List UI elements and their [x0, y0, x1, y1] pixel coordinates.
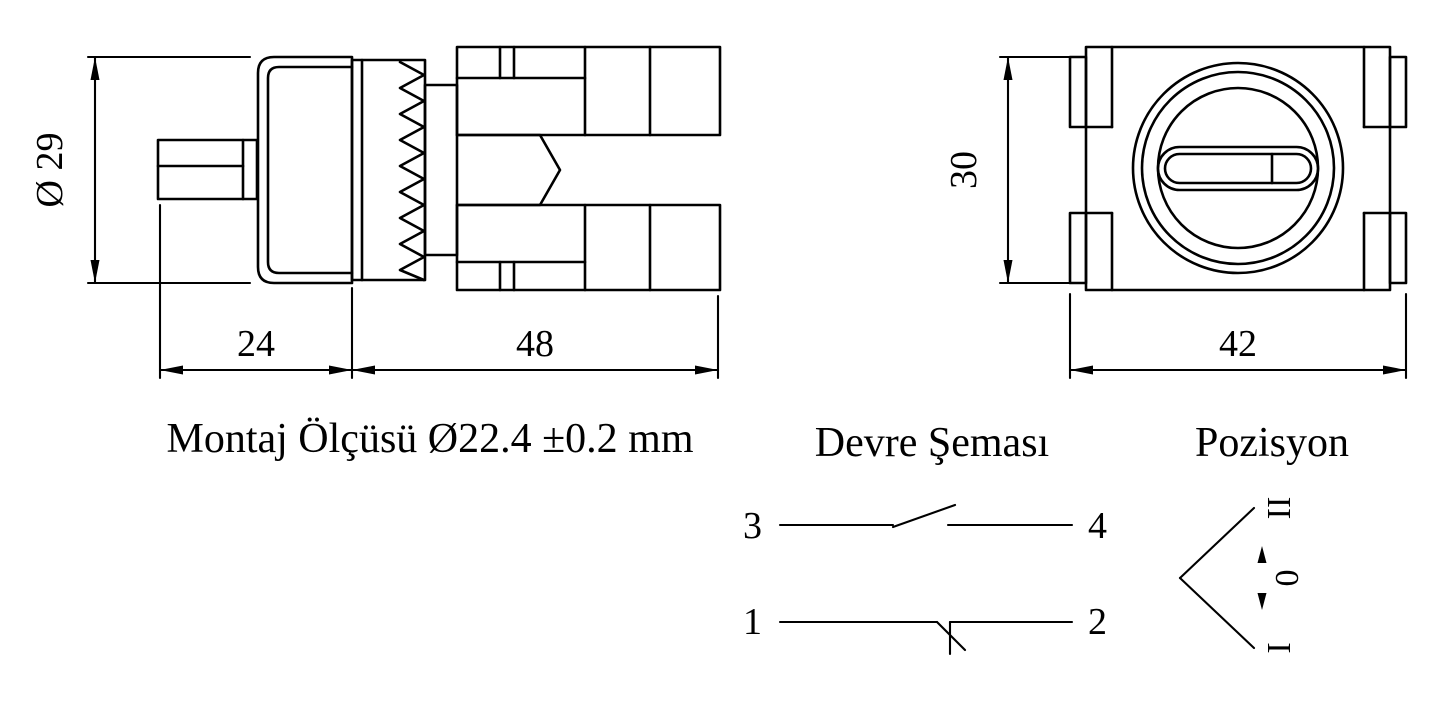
circuit-contact-nc: 1 2 — [743, 601, 1107, 656]
position-0-label: 0 — [1269, 570, 1306, 587]
terminal-1-label: 1 — [743, 601, 762, 643]
position-diagram: II 0 I — [1178, 497, 1306, 654]
side-view-center-body — [455, 133, 562, 207]
dim-diameter: Ø 29 — [29, 55, 252, 285]
terminal-3-label: 3 — [743, 505, 762, 547]
front-view-handle — [1156, 145, 1320, 192]
dim-lengths: 24 48 — [158, 203, 720, 380]
front-view — [1068, 45, 1408, 292]
circuit-diagram: 3 4 1 2 — [743, 503, 1107, 656]
rear-length-label: 48 — [516, 323, 554, 365]
terminal-4-label: 4 — [1088, 505, 1107, 547]
position-II-label: II — [1261, 497, 1298, 520]
height-label: 30 — [943, 151, 985, 189]
width-label: 42 — [1219, 323, 1257, 365]
circuit-title: Devre Şeması — [815, 420, 1049, 466]
terminal-2-label: 2 — [1088, 601, 1107, 643]
side-view-terminal-bottom — [455, 203, 722, 292]
side-view-bezel — [256, 55, 354, 285]
spring-return-up-arrow-icon — [1257, 546, 1267, 563]
side-view — [156, 45, 722, 292]
circuit-contact-no: 3 4 — [743, 503, 1107, 547]
side-view-collar — [423, 83, 459, 257]
position-title: Pozisyon — [1195, 420, 1349, 466]
front-length-label: 24 — [237, 323, 275, 365]
front-view-housing — [1068, 45, 1408, 292]
dim-width: 42 — [1068, 292, 1408, 380]
mounting-note: Montaj Ölçüsü Ø22.4 ±0.2 mm — [166, 416, 693, 462]
side-view-knob — [156, 138, 259, 201]
spring-return-down-arrow-icon — [1257, 593, 1267, 610]
side-view-lock-ring — [350, 58, 427, 282]
side-view-terminal-top — [455, 45, 722, 137]
diameter-label: Ø 29 — [29, 133, 71, 208]
dim-height: 30 — [943, 55, 1082, 285]
position-I-label: I — [1261, 642, 1298, 653]
